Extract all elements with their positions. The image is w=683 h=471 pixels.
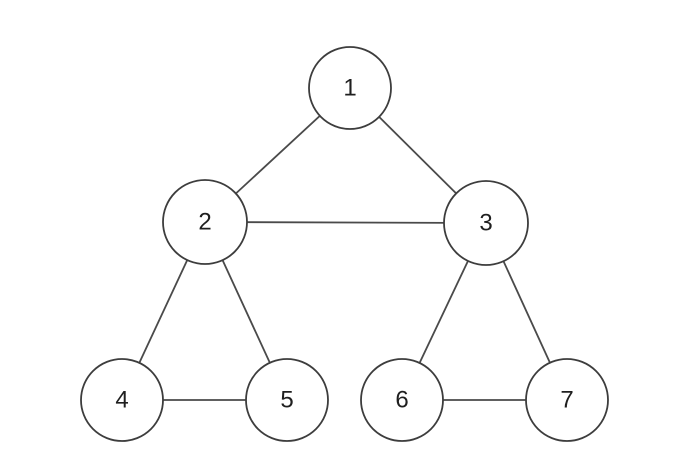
node-label-2: 2 <box>198 209 211 236</box>
node-label-4: 4 <box>115 387 128 414</box>
node-circle-1 <box>308 46 392 130</box>
graph-node-1: 1 <box>308 46 392 130</box>
graph-node-5: 5 <box>245 358 329 442</box>
node-circle-2 <box>162 179 248 265</box>
node-label-6: 6 <box>395 387 408 414</box>
graph-node-6: 6 <box>360 358 444 442</box>
nodes-layer: 1 2 3 4 5 6 7 <box>80 46 609 442</box>
node-label-7: 7 <box>560 387 573 414</box>
node-label-1: 1 <box>343 75 356 102</box>
graph-node-2: 2 <box>162 179 248 265</box>
node-label-3: 3 <box>479 210 492 237</box>
node-circle-7 <box>525 358 609 442</box>
node-label-5: 5 <box>280 387 293 414</box>
node-circle-3 <box>443 180 529 266</box>
graph-node-4: 4 <box>80 358 164 442</box>
edge-2-3 <box>204 221 487 224</box>
node-circle-4 <box>80 358 164 442</box>
graph-node-3: 3 <box>443 180 529 266</box>
node-circle-6 <box>360 358 444 442</box>
node-circle-5 <box>245 358 329 442</box>
graph-node-7: 7 <box>525 358 609 442</box>
